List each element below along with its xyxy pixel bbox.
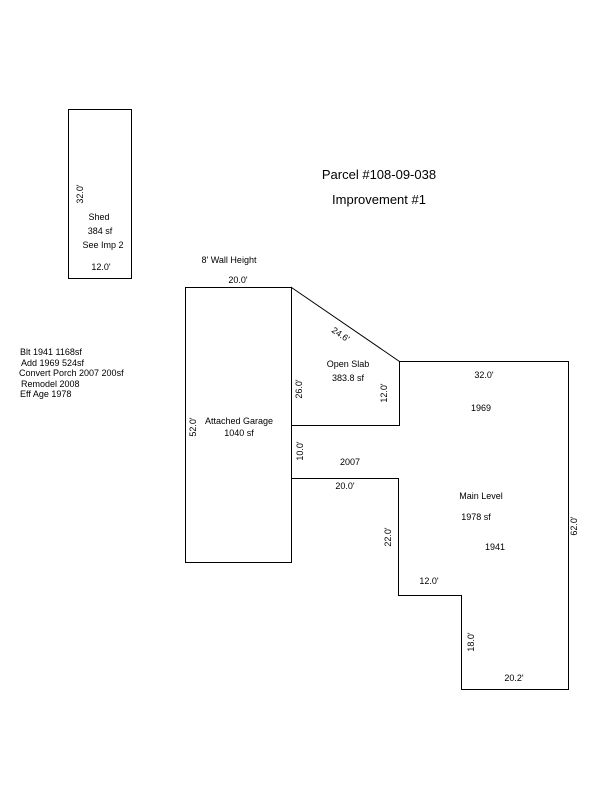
main-dim-top: 32.0'	[474, 370, 494, 380]
note-built: Blt 1941 1168sf	[20, 347, 82, 357]
open-slab-area: 383.8 sf	[332, 373, 365, 383]
main-dim-right: 62.0'	[569, 516, 579, 536]
main-level-outline	[291, 361, 569, 690]
main-year-original: 1941	[485, 542, 505, 552]
note-eff-age: Eff Age 1978	[20, 389, 71, 399]
garage-name: Attached Garage	[205, 416, 273, 426]
shed-dim-height: 32.0'	[75, 184, 85, 204]
main-year-addition: 1969	[471, 403, 491, 413]
open-slab-name: Open Slab	[327, 359, 370, 369]
main-dim-step-horizontal: 12.0'	[419, 576, 439, 586]
main-year-porch: 2007	[340, 457, 360, 467]
open-slab-dim-left: 26.0'	[294, 379, 304, 399]
main-dim-left-upper: 10.0'	[295, 441, 305, 461]
main-dim-porch-width: 20.0'	[335, 481, 355, 491]
main-dim-bottom: 20.2'	[504, 673, 524, 683]
shed-area: 384 sf	[88, 226, 113, 236]
note-remodel: Remodel 2008	[21, 379, 80, 389]
main-dim-lower-vertical: 18.0'	[466, 632, 476, 652]
main-level-name: Main Level	[459, 491, 503, 501]
wall-height-label: 8' Wall Height	[202, 255, 257, 265]
shed-outline	[68, 109, 132, 279]
main-dim-mid-vertical: 22.0'	[383, 527, 393, 547]
note-convert-porch: Convert Porch 2007 200sf	[19, 368, 124, 378]
building-notes: Blt 1941 1168sf Add 1969 524sf Convert P…	[19, 347, 124, 399]
improvement-title: Improvement #1	[332, 192, 426, 207]
note-addition: Add 1969 524sf	[21, 358, 85, 368]
shed-dim-width: 12.0'	[91, 262, 111, 272]
shed-name: Shed	[88, 212, 109, 222]
garage-dim-left: 52.0'	[188, 417, 198, 437]
parcel-title: Parcel #108-09-038	[322, 167, 436, 182]
open-slab-dim-right: 12.0'	[379, 383, 389, 403]
open-slab-outline	[291, 286, 400, 426]
main-level-area: 1978 sf	[461, 512, 491, 522]
garage-area: 1040 sf	[224, 428, 254, 438]
shed-note: See Imp 2	[82, 240, 123, 250]
open-slab-dim-diagonal: 24.6'	[330, 325, 352, 344]
garage-dim-top: 20.0'	[228, 275, 248, 285]
